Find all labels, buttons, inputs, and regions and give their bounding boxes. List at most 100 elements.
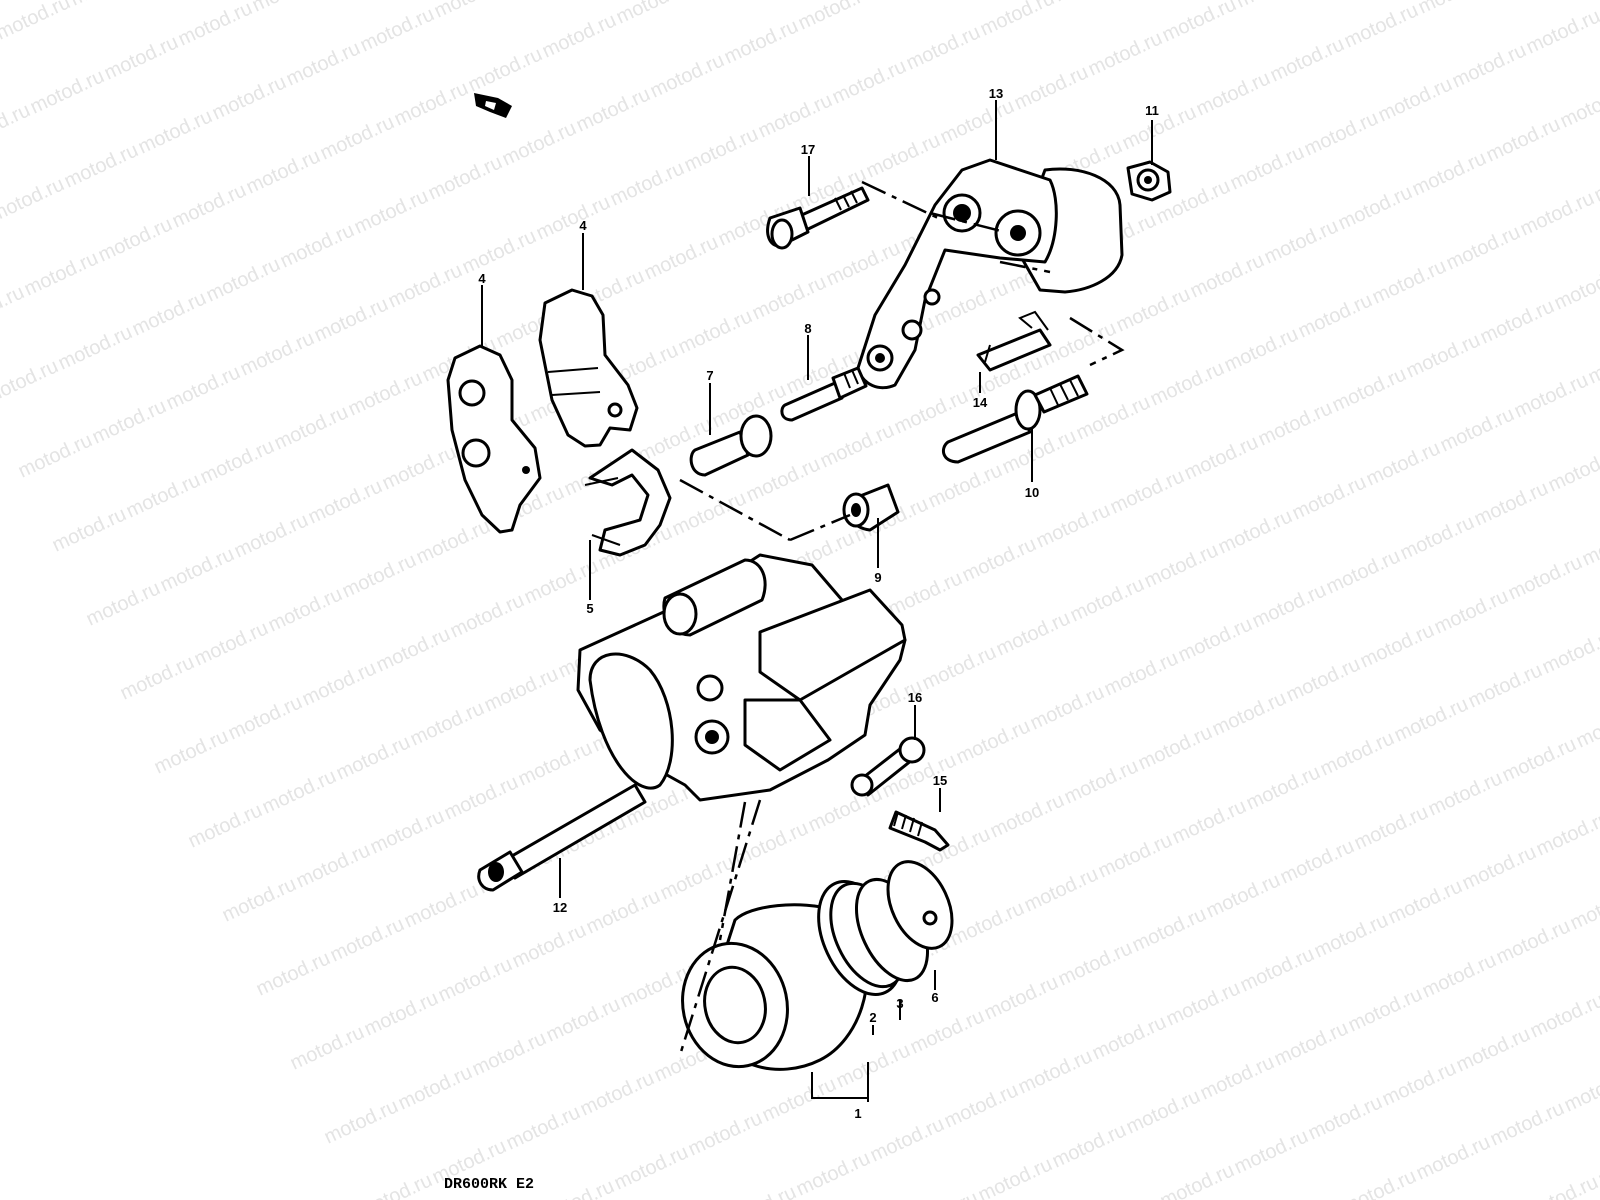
part-8-pin — [780, 366, 868, 422]
watermark-text: motod.ru — [675, 305, 756, 358]
watermark-text: motod.ru — [357, 3, 438, 56]
watermark-text: motod.ru — [265, 583, 346, 636]
watermark-text: motod.ru — [89, 395, 170, 448]
watermark-text: motod.ru — [1197, 1051, 1278, 1104]
watermark-text: motod.ru — [0, 173, 68, 226]
watermark-text: motod.ru — [61, 139, 142, 192]
watermark-text: motod.ru — [993, 607, 1074, 660]
watermark-text: motod.ru — [863, 129, 944, 182]
watermark-text: motod.ru — [721, 15, 802, 68]
watermark-text: motod.ru — [117, 651, 198, 704]
part-16-washer — [850, 736, 926, 797]
watermark-text: motod.ru — [1271, 1017, 1352, 1070]
watermark-text: motod.ru — [21, 247, 102, 300]
watermark-text: motod.ru — [191, 617, 272, 670]
label-part-16: 16 — [908, 690, 922, 705]
watermark-text: motod.ru — [1095, 829, 1176, 882]
watermark-text: motod.ru — [719, 1181, 800, 1200]
label-part-9: 9 — [874, 570, 881, 585]
watermark-text: motod.ru — [1089, 1011, 1170, 1064]
watermark-text: motod.ru — [743, 453, 824, 506]
watermark-text: motod.ru — [959, 533, 1040, 586]
watermark-text: motod.ru — [1085, 27, 1166, 80]
watermark-text: motod.ru — [981, 971, 1062, 1024]
watermark-text: motod.ru — [1209, 687, 1290, 740]
part-13-caliper-bracket — [856, 158, 1124, 390]
watermark-text: motod.ru — [1323, 545, 1404, 598]
watermark-text: motod.ru — [1557, 79, 1600, 132]
watermark-text: motod.ru — [391, 77, 472, 130]
watermark-text: motod.ru — [1227, 141, 1308, 194]
assembly-lines — [678, 180, 1125, 1056]
watermark-text: motod.ru — [1517, 187, 1598, 240]
watermark-text: motod.ru — [1267, 33, 1348, 86]
watermark-text: motod.ru — [459, 225, 540, 278]
watermark-text: motod.ru — [1357, 619, 1438, 672]
watermark-text: motod.ru — [1573, 699, 1600, 752]
watermark-text: motod.ru — [243, 145, 324, 198]
watermark-text: motod.ru — [641, 231, 722, 284]
watermark-text: motod.ru — [0, 0, 74, 45]
watermark-text: motod.ru — [293, 839, 374, 892]
watermark-text: motod.ru — [339, 549, 420, 602]
watermark-text: motod.ru — [283, 37, 364, 90]
watermark-text: motod.ru — [1221, 323, 1302, 376]
watermark-text: motod.ru — [1545, 443, 1600, 496]
watermark-text: motod.ru — [1163, 977, 1244, 1030]
watermark-text: motod.ru — [1425, 767, 1506, 820]
watermark-text: motod.ru — [499, 117, 580, 170]
watermark-text: motod.ru — [447, 589, 528, 642]
watermark-text: motod.ru — [407, 697, 488, 750]
watermark-text: motod.ru — [1413, 1131, 1494, 1184]
watermark-text: motod.ru — [1579, 517, 1600, 570]
watermark-text: motod.ru — [1493, 915, 1574, 968]
watermark-text: motod.ru — [395, 1061, 476, 1114]
watermark-text: motod.ru — [823, 237, 904, 290]
watermark-text: motod.ru — [657, 851, 738, 904]
watermark-text: motod.ru — [1255, 397, 1336, 450]
watermark-text: motod.ru — [1157, 1159, 1238, 1200]
watermark-text: motod.ru — [1311, 909, 1392, 962]
caliper-body — [576, 553, 907, 802]
watermark-text: motod.ru — [1203, 869, 1284, 922]
watermark-text: motod.ru — [1295, 289, 1376, 342]
watermark-text: motod.ru — [1415, 0, 1496, 19]
watermark-text: motod.ru — [1181, 431, 1262, 484]
watermark-text: motod.ru — [1021, 863, 1102, 916]
watermark-text: motod.ru — [351, 185, 432, 238]
watermark-text: motod.ru — [101, 31, 182, 84]
part-14-spring-clip — [976, 310, 1052, 372]
watermark-text: motod.ru — [795, 0, 876, 35]
watermark-text: motod.ru — [1049, 1119, 1130, 1172]
part-4-pad-shim — [446, 344, 542, 534]
watermark-text: motod.ru — [1465, 659, 1546, 712]
watermark-text: motod.ru — [185, 799, 266, 852]
watermark-text: motod.ru — [1305, 1091, 1386, 1144]
watermark-text: motod.ru — [869, 0, 950, 1]
label-part-4-right: 4 — [579, 218, 587, 233]
watermark-text: motod.ru — [685, 1107, 766, 1160]
watermark-text: motod.ru — [15, 429, 96, 482]
leader-lines — [481, 100, 1153, 1102]
watermark-text: motod.ru — [151, 725, 232, 778]
watermark-text: motod.ru — [1539, 625, 1600, 678]
watermark-text: motod.ru — [1159, 0, 1240, 47]
watermark-text: motod.ru — [1073, 391, 1154, 444]
watermark-text: motod.ru — [1033, 499, 1114, 552]
part-4-brake-pad — [538, 288, 639, 448]
watermark-text: motod.ru — [1061, 755, 1142, 808]
watermark-text: motod.ru — [481, 663, 562, 716]
part-7-sleeve — [689, 414, 773, 477]
watermark-text: motod.ru — [891, 385, 972, 438]
watermark-text: motod.ru — [253, 947, 334, 1000]
part-10-guide-pin — [941, 374, 1089, 464]
watermark-text: motod.ru — [249, 0, 330, 17]
watermark-text: motod.ru — [903, 21, 984, 74]
watermark-text: motod.ru — [1391, 693, 1472, 746]
watermark-text: motod.ru — [237, 327, 318, 380]
watermark-text: motod.ru — [867, 1113, 948, 1166]
watermark-text: motod.ru — [669, 487, 750, 540]
watermark-text: motod.ru — [1437, 403, 1518, 456]
watermark-text: motod.ru — [1499, 733, 1580, 786]
watermark-text: motod.ru — [175, 0, 256, 51]
